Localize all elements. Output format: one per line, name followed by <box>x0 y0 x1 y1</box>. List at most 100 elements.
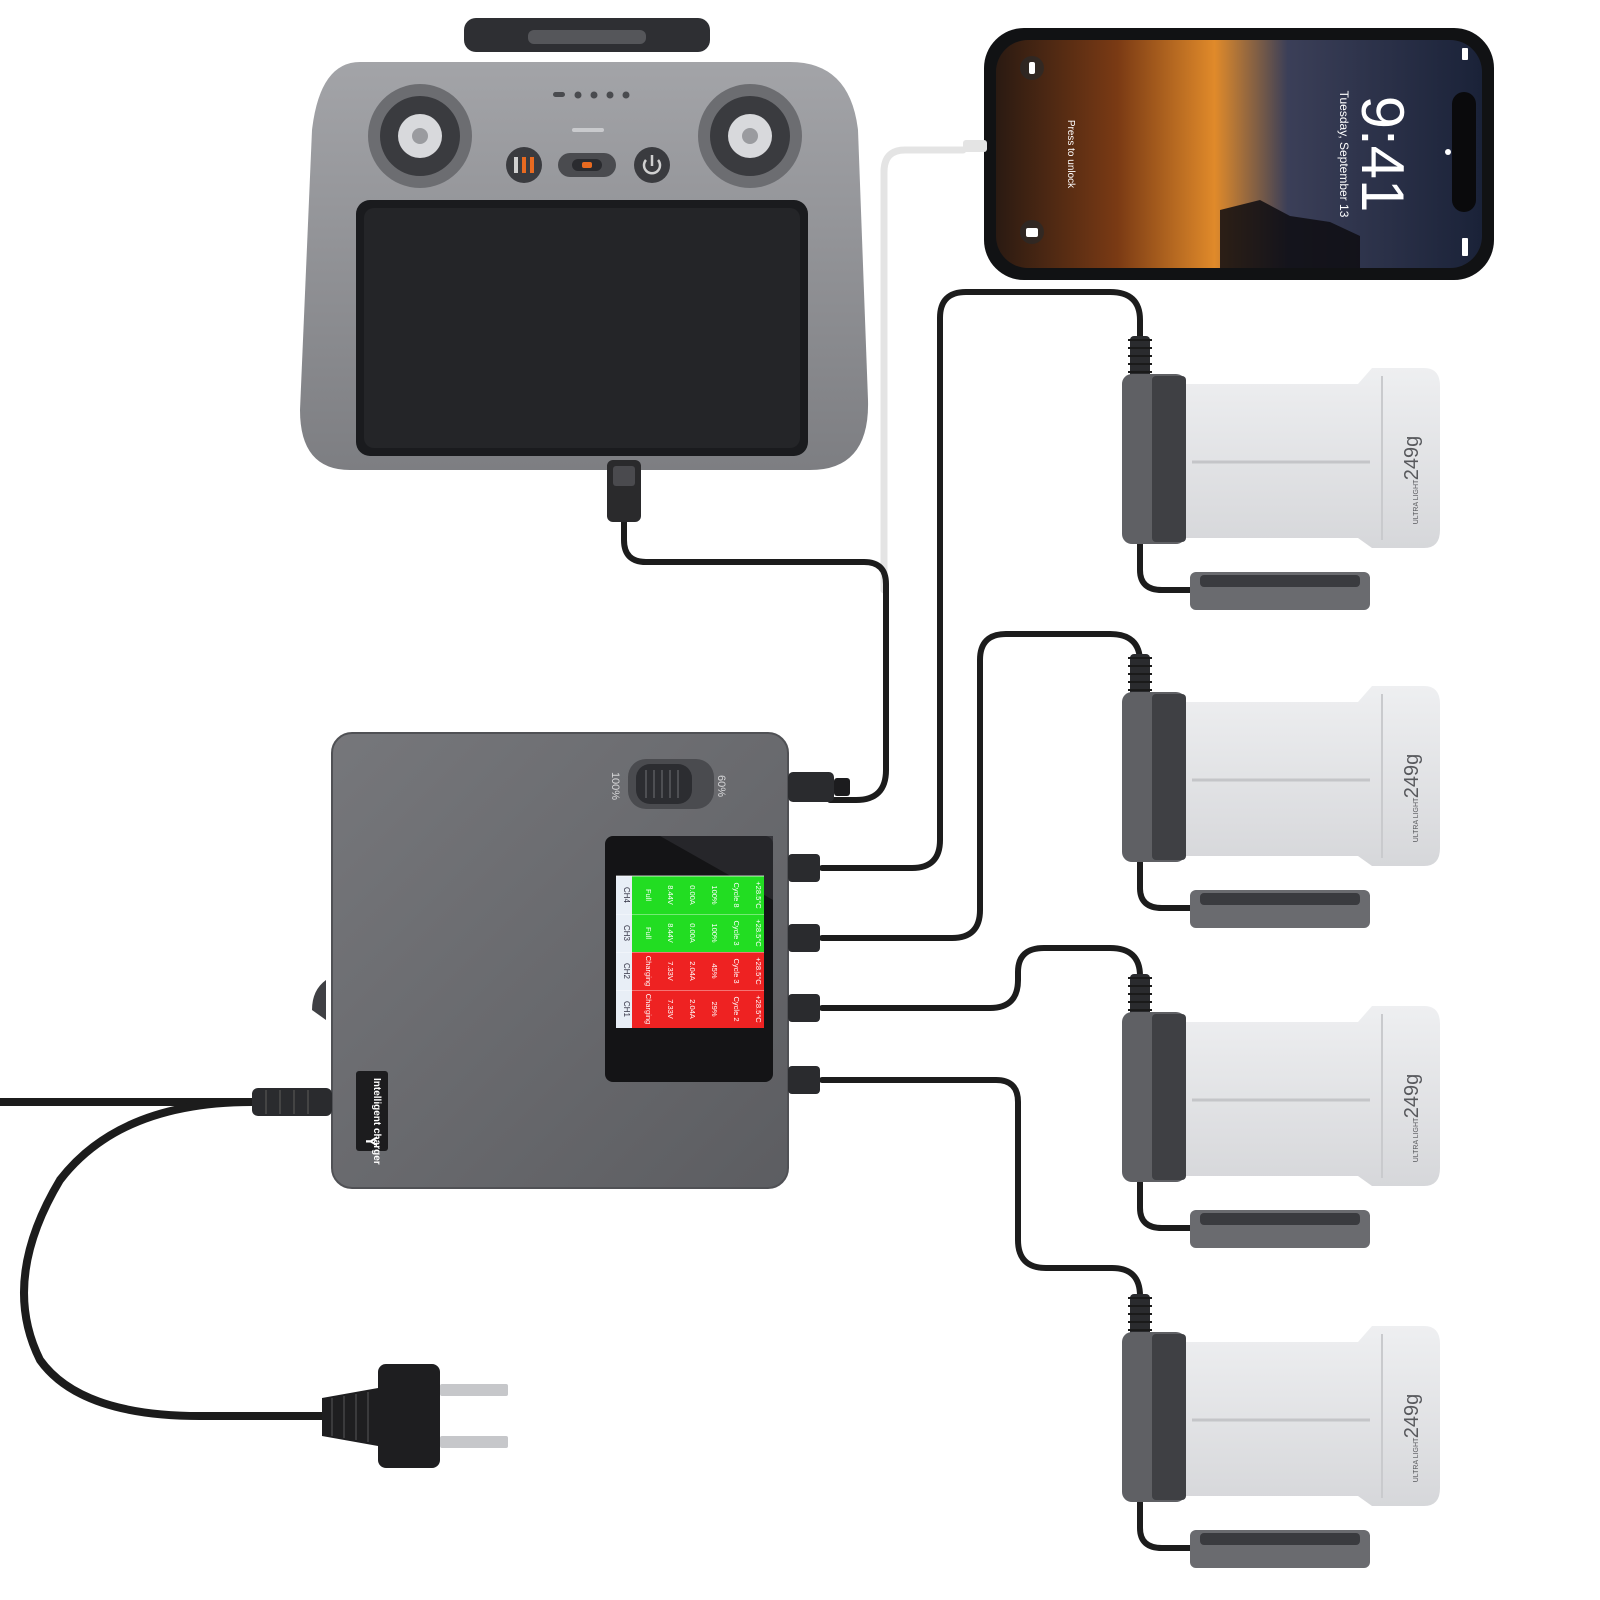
battery-weight-label: 249g <box>1401 1074 1423 1119</box>
lcd-value-temp: +28.5°C <box>754 995 763 1023</box>
phone-notch <box>1452 92 1476 212</box>
smartphone: 9:41 Tuesday, September 13 Press to unlo… <box>963 28 1494 280</box>
phone-usb-cable <box>880 146 967 594</box>
remote-controller <box>300 18 869 522</box>
lcd-value-status: Charging <box>644 956 653 986</box>
lcd-value-percent: 100% <box>710 923 719 943</box>
port-ch1 <box>788 854 820 882</box>
return-home-icon <box>506 147 542 183</box>
lcd-value-current: 0.00A <box>688 923 697 943</box>
battery-body <box>1180 1006 1440 1186</box>
lock-icon <box>1445 149 1451 155</box>
lcd-channel-header <box>616 876 632 914</box>
port-usb <box>788 772 834 802</box>
battery-cable-relief <box>1128 974 1152 1016</box>
lcd-value-current: 0.00A <box>688 885 697 905</box>
port-ch4 <box>788 1066 820 1094</box>
phone-screen <box>996 40 1482 268</box>
lcd-value-cycle: Cycle 2 <box>732 996 741 1021</box>
phone-date: Tuesday, September 13 <box>1337 91 1351 218</box>
status-bar-icons <box>1462 48 1468 256</box>
lcd-channel-cell <box>632 952 764 990</box>
cables <box>0 146 1143 1420</box>
lcd-channel-header <box>616 990 632 1028</box>
lcd-channel-cell <box>632 990 764 1028</box>
lcd-channel-cell <box>632 914 764 952</box>
lcd-value-status: Charging <box>644 994 653 1024</box>
two-prong-plug-icon <box>322 1364 508 1468</box>
battery-tag-label: ULTRA LIGHT <box>1413 1437 1420 1482</box>
phone-time: 9:41 <box>1349 96 1416 213</box>
port-ch3 <box>788 994 820 1022</box>
power-cord-loop <box>20 1098 326 1420</box>
port-ch2 <box>788 924 820 952</box>
svg-text:Y: Y <box>362 1136 379 1147</box>
lcd-value-voltage: 7.33V <box>666 961 675 981</box>
lcd-channel-label: CH1 <box>622 1001 631 1018</box>
power-inlet <box>252 1088 332 1116</box>
brand-label: Intelligent charger <box>371 1078 382 1165</box>
battery-cable-relief <box>1128 654 1152 696</box>
lcd-value-temp: +28.5°C <box>754 957 763 985</box>
battery-4-cable <box>819 1077 1143 1311</box>
lcd-channel-row: CH1 Charging 7.33V 2.04A 29% Cycle 2 +28.5°C <box>616 989 764 1028</box>
charge-mode-switch: 100% 60% <box>609 759 727 809</box>
power-icon <box>634 147 670 183</box>
lcd-value-status: Full <box>644 927 653 939</box>
lcd-value-current: 2.04A <box>688 999 697 1019</box>
controller-cable <box>621 517 889 803</box>
lcd-value-status: Full <box>644 889 653 901</box>
charging-hub: 100% 60% Intelligent charger Y <box>252 732 850 1189</box>
battery-body <box>1180 368 1440 548</box>
lcd-value-temp: +28.5°C <box>754 881 763 909</box>
brand-logo: Intelligent charger Y <box>356 1071 388 1165</box>
output-ports <box>788 772 850 1094</box>
lcd-channel-label: CH2 <box>622 963 631 980</box>
battery-tag-label: ULTRA LIGHT <box>1413 1117 1420 1162</box>
battery-weight-label: 249g <box>1401 754 1423 799</box>
battery-body <box>1180 1326 1440 1506</box>
switch-label-100: 100% <box>609 772 621 800</box>
lcd-value-voltage: 8.44V <box>666 885 675 905</box>
lcd-value-percent: 100% <box>710 885 719 905</box>
flight-mode-marks <box>572 128 604 132</box>
battery-level-indicator <box>553 91 630 99</box>
battery-tag-label: ULTRA LIGHT <box>1413 797 1420 842</box>
lcd-channel-label: CH3 <box>622 925 631 942</box>
lcd-value-percent: 45% <box>710 963 719 978</box>
battery-weight-label: 249g <box>1401 1394 1423 1439</box>
switch-label-60: 60% <box>715 775 727 797</box>
left-stick-icon <box>368 84 472 188</box>
right-stick-icon <box>698 84 802 188</box>
battery-cable-relief <box>1128 1294 1152 1336</box>
lcd-channel-header <box>616 914 632 952</box>
battery-3-cable <box>819 945 1143 1011</box>
battery-body <box>1180 686 1440 866</box>
lcd-channel-header <box>616 952 632 990</box>
lcd-value-cycle: Cycle 3 <box>732 958 741 983</box>
lcd-value-percent: 29% <box>710 1001 719 1016</box>
battery-cable-relief <box>1128 336 1152 378</box>
lcd-value-temp: +28.5°C <box>754 919 763 947</box>
flashlight-icon <box>1020 56 1044 80</box>
lcd-channel-row: CH3 Full 8.44V 0.00A 100% Cycle 3 +28.5°C <box>616 913 764 952</box>
camera-icon <box>1020 220 1044 244</box>
lcd-channel-row: CH2 Charging 7.33V 2.04A 45% Cycle 3 +28.5°C <box>616 951 764 990</box>
lcd-value-cycle: Cycle 3 <box>732 920 741 945</box>
photo-video-switch-icon <box>558 153 616 177</box>
lcd-channel-cell <box>632 876 764 914</box>
battery-tag-label: ULTRA LIGHT <box>1413 479 1420 524</box>
lcd-channel-label: CH4 <box>622 887 631 904</box>
lcd-value-current: 2.04A <box>688 961 697 981</box>
phone-unlock-hint: Press to unlock <box>1065 120 1076 189</box>
lcd-value-voltage: 8.44V <box>666 923 675 943</box>
battery-weight-label: 249g <box>1401 436 1423 481</box>
lcd-value-voltage: 7.33V <box>666 999 675 1019</box>
